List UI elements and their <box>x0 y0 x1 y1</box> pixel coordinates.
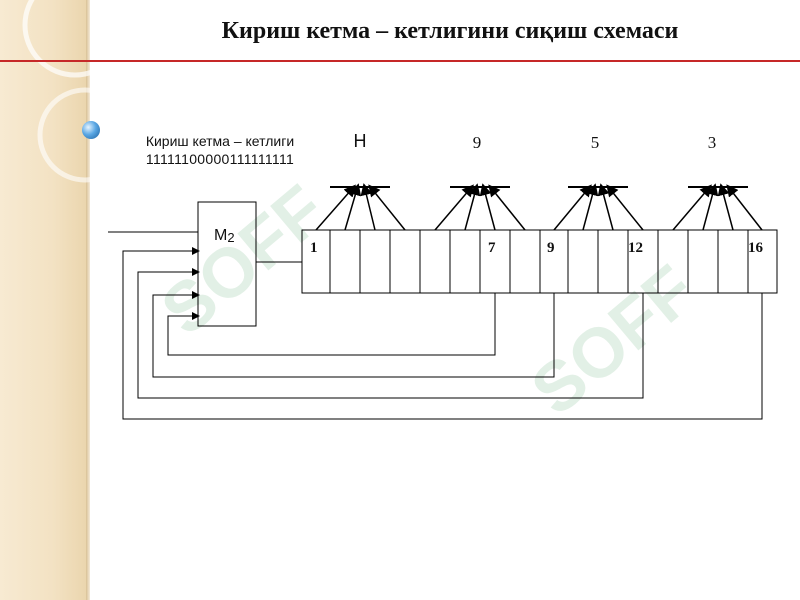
title-divider <box>0 60 800 62</box>
cell-label-7: 7 <box>488 240 496 256</box>
group-symbol-5: 5 <box>590 133 600 152</box>
input-sequence-bits: 11111100000111111111 <box>145 151 295 167</box>
group-symbol-9: 9 <box>472 133 482 152</box>
feedback-line-12 <box>137 268 644 399</box>
group-symbol-3: 3 <box>707 133 717 152</box>
m2-block <box>197 201 257 327</box>
cell-label-1: 1 <box>310 240 318 256</box>
slide-title: Кириш кетма – кетлигини сиқиш схемаси <box>221 18 679 44</box>
left-strip-edge <box>86 0 90 600</box>
bullet-icon <box>82 121 100 139</box>
cell-label-12: 12 <box>628 240 643 256</box>
group-symbol-h: Н <box>353 131 367 151</box>
m2-label: M2 <box>214 227 235 245</box>
decorative-arcs <box>22 0 120 183</box>
cell-label-16: 16 <box>748 240 763 256</box>
left-decorative-strip <box>0 0 88 600</box>
feedback-line-16 <box>122 247 763 420</box>
feedback-line-9 <box>152 291 555 378</box>
input-sequence-label: Кириш кетма – кетлиги <box>145 133 295 149</box>
feedback-line-7 <box>167 293 496 356</box>
cell-label-9: 9 <box>547 240 555 256</box>
input-sequence-caption: Кириш кетма – кетлиги 111111000001111111… <box>120 132 320 168</box>
